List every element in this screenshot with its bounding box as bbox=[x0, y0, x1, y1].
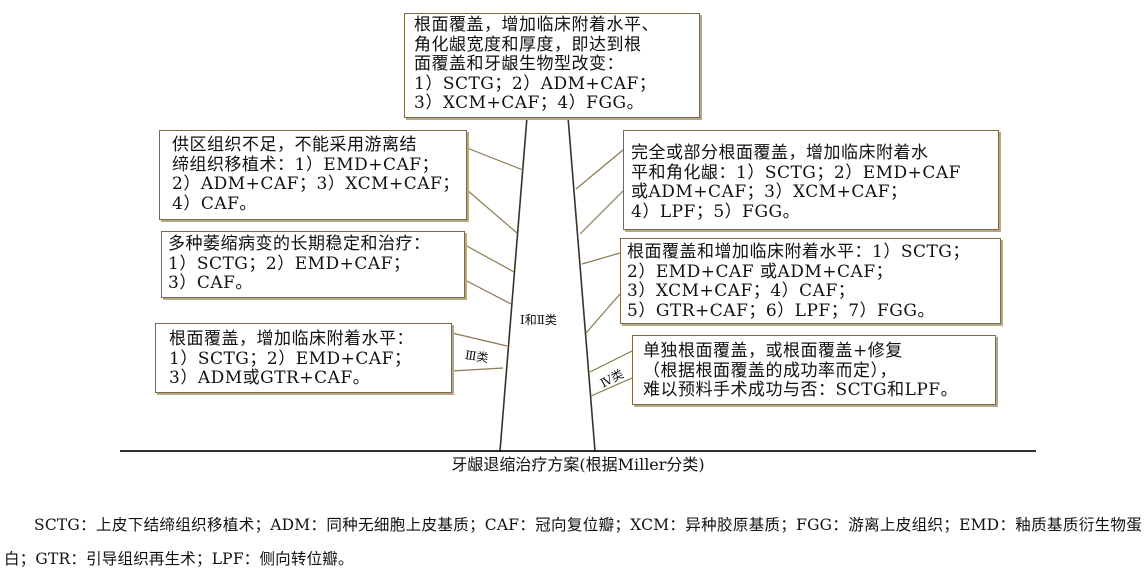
box-line: 平和角化龈：1）SCTG；2）EMD+CAF bbox=[631, 162, 961, 183]
box-line: 面覆盖和牙龈生物型改变： bbox=[414, 54, 624, 74]
box-line: 4）CAF。 bbox=[172, 193, 257, 214]
connector-right-3b bbox=[590, 377, 633, 397]
box-line: （根据根面覆盖的成功率而定）， bbox=[643, 360, 897, 381]
box-line: 3）XCM+CAF；4）FGG。 bbox=[414, 93, 645, 113]
connector-right-1a bbox=[575, 149, 624, 190]
connector-right-2b bbox=[585, 293, 621, 334]
box-line: 供区组织不足，不能采用游离结 bbox=[172, 135, 417, 155]
box-line: 1）SCTG；2）EMD+CAF； bbox=[168, 253, 411, 274]
box-line: 1）SCTG；2）ADM+CAF； bbox=[414, 73, 657, 94]
connector-left-1b bbox=[466, 189, 518, 234]
connector-right-3a bbox=[589, 350, 633, 373]
box-line: 角化龈宽度和厚度，即达到根 bbox=[414, 34, 642, 55]
treatment-box-left-1: 供区组织不足，不能采用游离结 缔组织移植术：1）EMD+CAF； 2）ADM+C… bbox=[159, 130, 467, 220]
class-label-1-2: Ⅰ和Ⅱ类 bbox=[520, 313, 557, 327]
treatment-box-top: 根面覆盖，增加临床附着水平、 角化龈宽度和厚度，即达到根 面覆盖和牙龈生物型改变… bbox=[404, 13, 700, 118]
treatment-box-right-3: 单独根面覆盖，或根面覆盖+修复 （根据根面覆盖的成功率而定）， 难以预料手术成功… bbox=[632, 335, 996, 405]
box-line: 或ADM+CAF；3）XCM+CAF； bbox=[631, 182, 908, 202]
diagram-base-caption: 牙龈退缩治疗方案(根据Miller分类) bbox=[451, 455, 705, 474]
abbreviation-footnote: SCTG：上皮下结缔组织移植术；ADM：同种无细胞上皮基质；CAF：冠向复位瓣；… bbox=[4, 516, 1142, 568]
box-line: 3）CAF。 bbox=[168, 273, 253, 293]
box-line: 5）GTR+CAF；6）LPF；7）FGG。 bbox=[627, 300, 935, 321]
box-line: 单独根面覆盖，或根面覆盖+修复 bbox=[643, 341, 903, 361]
connector-left-2a bbox=[464, 244, 515, 273]
box-line: 完全或部分根面覆盖，增加临床附着水 bbox=[631, 143, 929, 163]
box-line: 多种萎缩病变的长期稳定和治疗： bbox=[168, 234, 431, 254]
box-line: 难以预料手术成功与否：SCTG和LPF。 bbox=[643, 380, 959, 400]
box-line: 根面覆盖，增加临床附着水平、 bbox=[414, 15, 659, 35]
box-line: 3）XCM+CAF；4）CAF； bbox=[627, 281, 856, 301]
connector-left-1a bbox=[466, 147, 524, 171]
box-line: 2）ADM+CAF；3）XCM+CAF； bbox=[172, 174, 460, 194]
box-line: 4）LPF；5）FGG。 bbox=[631, 201, 801, 222]
treatment-box-left-2: 多种萎缩病变的长期稳定和治疗： 1）SCTG；2）EMD+CAF； 3）CAF。 bbox=[161, 231, 465, 298]
box-line: 2）EMD+CAF 或ADM+CAF； bbox=[627, 261, 894, 282]
box-line: 3）ADM或GTR+CAF。 bbox=[169, 368, 371, 388]
treatment-box-left-3: 根面覆盖，增加临床附着水平： 1）SCTG；2）EMD+CAF； 3）ADM或G… bbox=[155, 323, 452, 393]
treatment-box-right-2: 根面覆盖和增加临床附着水平：1）SCTG； 2）EMD+CAF 或ADM+CAF… bbox=[620, 238, 1001, 324]
box-line: 根面覆盖，增加临床附着水平： bbox=[169, 329, 414, 349]
box-line: 缔组织移植术：1）EMD+CAF； bbox=[172, 154, 440, 175]
connector-right-2a bbox=[581, 252, 621, 265]
connector-left-2b bbox=[464, 279, 512, 305]
box-line: 根面覆盖和增加临床附着水平：1）SCTG； bbox=[627, 242, 970, 262]
trunk-right-line bbox=[567, 116, 596, 452]
treatment-box-right-1: 完全或部分根面覆盖，增加临床附着水 平和角化龈：1）SCTG；2）EMD+CAF… bbox=[623, 130, 999, 230]
box-line: 1）SCTG；2）EMD+CAF； bbox=[169, 348, 412, 369]
connector-right-1b bbox=[579, 190, 624, 235]
connector-left-3b bbox=[451, 367, 504, 372]
connector-left-3a bbox=[451, 332, 508, 347]
trunk-left-line bbox=[499, 116, 528, 452]
